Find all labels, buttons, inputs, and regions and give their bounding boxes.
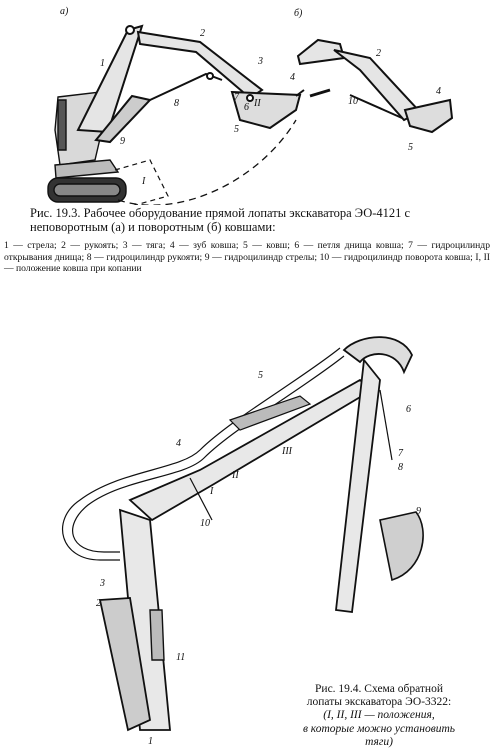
label-a-8: 8 [174,98,179,109]
label-19-4-3: 3 [99,578,105,589]
figure-19-3-caption: Рис. 19.3. Рабочее оборудование прямой л… [22,206,472,234]
panel-a-label: а) [60,6,69,17]
cylinder-11 [149,609,165,661]
caption-19-4-line1: Рис. 19.4. Схема обратной [315,683,443,695]
figure-19-3-legend: 1 — стрела; 2 — рукоять; 3 — тяга; 4 — з… [4,240,490,275]
caption-19-4-line2: лопаты экскаватора ЭО-3322: [306,696,452,709]
label-a-i: I [141,176,146,187]
label-19-4-2: 2 [96,598,101,609]
label-19-4-11: 11 [176,652,185,663]
caption-19-4-line4: в которые можно установить [302,722,456,735]
panel-b-label: б) [294,8,303,19]
label-b-2: 2 [376,48,381,59]
label-a-3: 3 [257,56,263,67]
label-19-4-5: 5 [258,370,263,381]
caption-19-3-line1: Рис. 19.3. Рабочее оборудование прямой л… [30,206,411,220]
label-a-5: 5 [234,124,239,135]
label-a-ii: II [253,98,261,109]
label-19-4-i: I [209,486,214,497]
caption-19-3-line2: неповоротным (а) и поворотным (б) ковшам… [30,220,276,234]
bucket-position-i [114,159,169,205]
hydraulic-lines [62,347,393,561]
label-a-6: 6 [244,102,249,113]
backhoe-boom [98,336,413,732]
label-a-2: 2 [200,28,205,39]
label-19-4-iii: III [281,446,293,457]
label-a-9: 9 [120,136,125,147]
figure-19-4-caption: Рис. 19.4. Схема обратной лопаты экскава… [270,683,488,749]
label-19-4-ii: II [231,470,239,481]
label-a-7: 7 [234,92,240,103]
label-19-4-6: 6 [406,404,411,415]
caption-19-4-line5: тяги) [365,735,393,748]
digging-trajectory [117,119,297,205]
bucket [379,511,424,582]
label-19-4-4: 4 [176,438,181,449]
label-19-4-9: 9 [416,506,421,517]
boom-and-stick-a [76,24,305,144]
label-a-4: 4 [290,72,295,83]
label-a-1: 1 [100,58,105,69]
boom-and-stick-b [296,38,454,134]
label-19-4-8: 8 [398,462,403,473]
label-19-4-1: 1 [148,736,153,747]
label-b-5: 5 [408,142,413,153]
label-19-4-10: 10 [200,518,210,529]
figure-19-3-drawing: а) б) 1 2 3 4 5 6 7 8 9 II I 2 4 10 5 [47,6,454,205]
label-19-4-7: 7 [398,448,404,459]
label-b-10: 10 [348,96,358,107]
label-b-4: 4 [436,86,441,97]
caption-19-4-line3: (I, II, III — положения, [323,709,435,722]
